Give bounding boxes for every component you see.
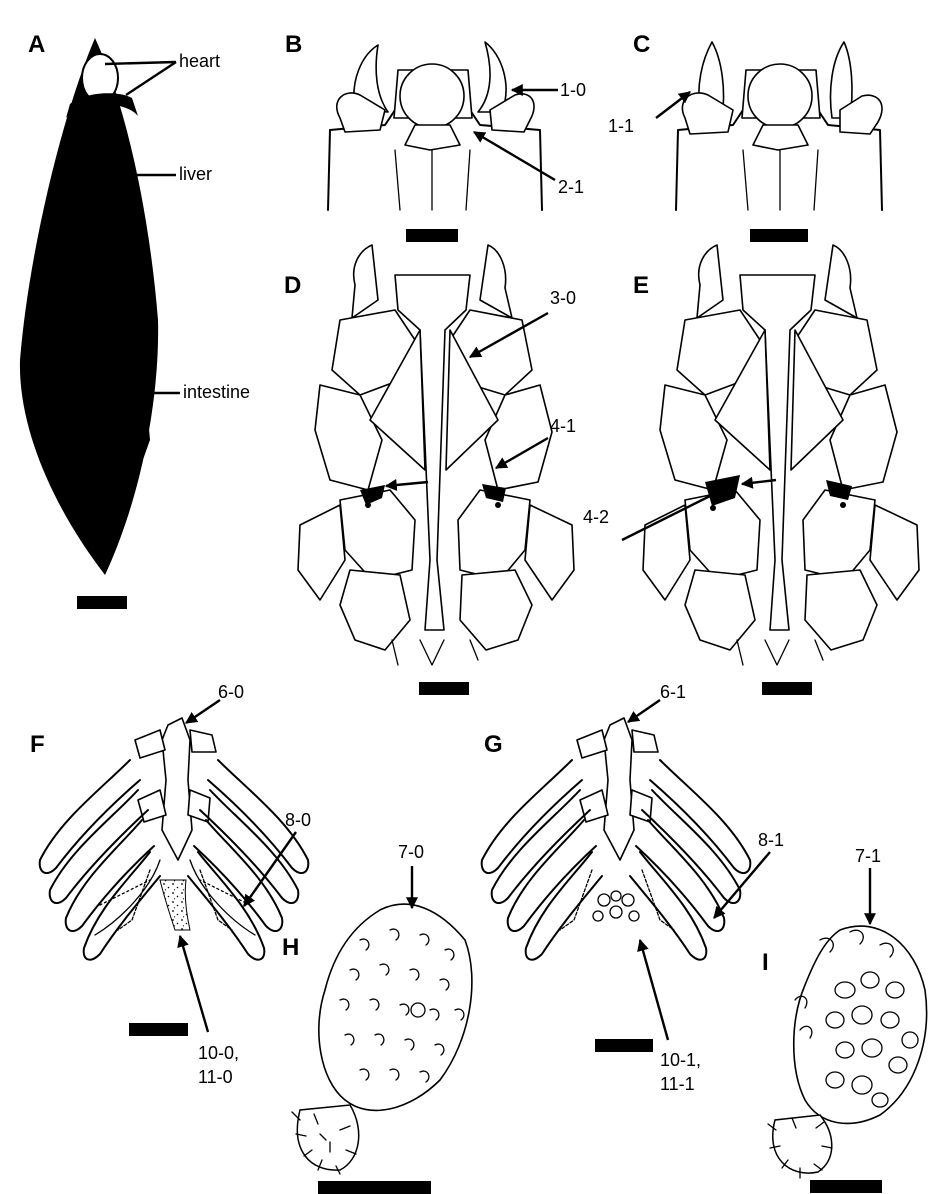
panel-f: F 6-0 8-0 10-0, 11-0 [30,682,311,1087]
panel-i: I 7-1 [762,846,928,1193]
panel-h: H 7-0 [282,842,473,1194]
skull-drawing-d [297,244,575,666]
panel-e: E 4-2 [583,244,920,695]
arrow-8-1 [713,851,771,919]
label-10-0: 10-0, [198,1043,239,1063]
panel-letter-e: E [633,272,649,299]
panel-letter-g: G [484,731,503,758]
scale-bar-i [810,1180,882,1193]
label-8-1: 8-1 [758,830,784,850]
scale-bar-f [129,1023,188,1036]
heart-organ [66,53,138,118]
arrow-10-0 [177,934,210,1033]
panel-letter-a: A [28,31,45,58]
label-7-1: 7-1 [855,846,881,866]
label-1-1: 1-1 [608,116,634,136]
scale-bar-e [762,682,812,695]
heart-leaders [104,60,177,97]
panel-letter-h: H [282,934,299,961]
gill-arch-drawing-g [480,717,752,961]
label-3-0: 3-0 [550,288,576,308]
scale-bar-a [77,596,127,609]
scale-bar-h [318,1181,431,1194]
arrow-1-1 [655,91,691,119]
skull-drawing-c [675,41,883,211]
arrow-4-2b [740,476,777,489]
label-1-0: 1-0 [560,80,586,100]
arrow-4-2 [621,484,732,542]
label-11-0: 11-0 [198,1067,233,1087]
gill-arch-drawing-f [38,717,310,961]
scale-bar-g [595,1039,653,1052]
label-intestine: intestine [183,382,250,402]
skull-drawing-b [327,41,543,211]
panel-g: G 6-1 8-1 10-1, 11-1 [480,682,784,1094]
arrow-4-1b [384,479,429,491]
arrow-2-1 [472,130,556,182]
label-6-0: 6-0 [218,682,244,702]
panel-d: D 3-0 4-1 [284,244,576,695]
arrow-8-0 [243,831,297,907]
label-7-0: 7-0 [398,842,424,862]
panel-a: A heart liver intestine [19,31,250,609]
label-4-2: 4-2 [583,507,609,527]
arrow-3-0 [468,311,549,359]
panel-b: B 1-0 2-1 [285,31,586,242]
label-4-1: 4-1 [550,416,576,436]
arrow-4-1 [494,436,549,470]
tooth-plate-drawing-h [291,903,473,1175]
tooth-plate-drawing-i [767,925,928,1179]
arrow-10-1 [637,938,670,1041]
label-11-1: 11-1 [660,1074,695,1094]
panel-letter-d: D [284,272,301,299]
label-heart: heart [179,51,220,71]
label-10-1: 10-1, [660,1050,701,1070]
panel-c: C 1-1 [608,31,883,242]
panel-letter-c: C [633,31,650,58]
panel-letter-i: I [762,949,769,976]
label-8-0: 8-0 [285,810,311,830]
scale-bar-d [419,682,469,695]
intestine-organ [49,144,150,531]
label-liver: liver [179,164,212,184]
arrow-6-1 [627,699,661,723]
label-6-1: 6-1 [660,682,686,702]
skull-drawing-e [642,244,920,666]
panel-letter-f: F [30,731,45,758]
label-2-1: 2-1 [558,177,584,197]
body-outline [19,38,159,575]
scale-bar-c [750,229,808,242]
arrow-6-0 [185,699,221,724]
scale-bar-b [406,229,458,242]
panel-letter-b: B [285,31,302,58]
